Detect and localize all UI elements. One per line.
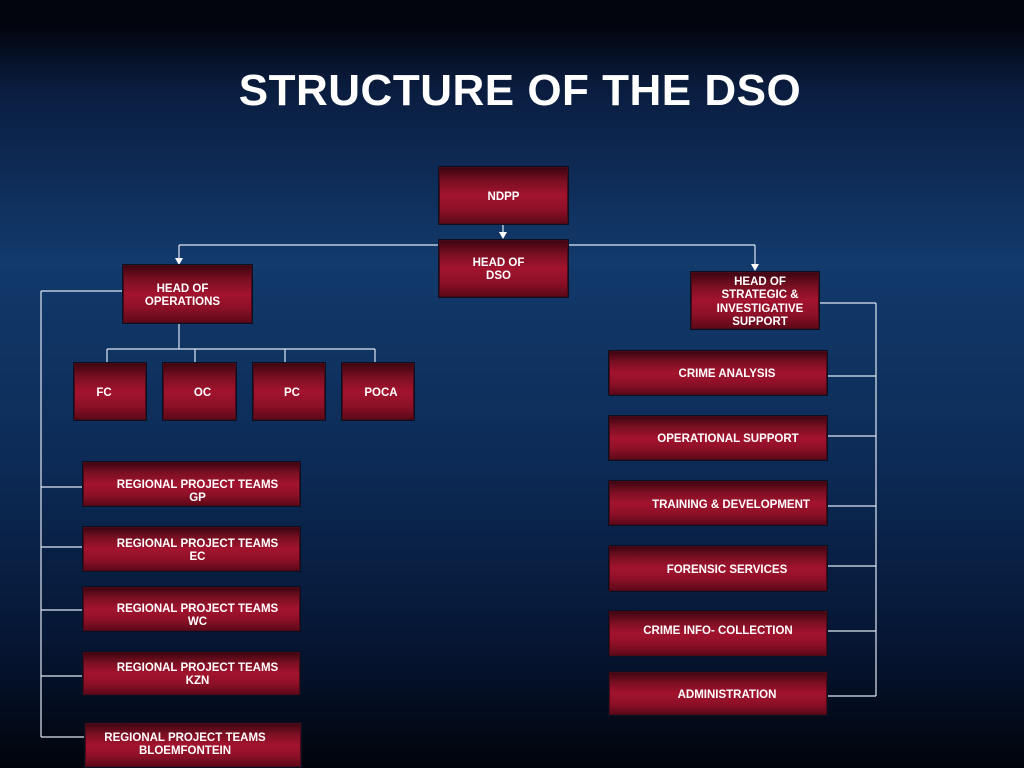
node-label: PC <box>284 387 300 399</box>
node-label: HEAD OF DSO <box>472 257 525 282</box>
node-label: HEAD OF OPERATIONS <box>144 283 221 308</box>
node-label: CRIME INFO- COLLECTION <box>643 625 793 637</box>
node-head-of-operations: HEAD OF OPERATIONS <box>122 264 253 324</box>
node-head-of-dso: HEAD OF DSO <box>438 239 569 298</box>
node-fc: FC <box>73 362 147 421</box>
page-title: STRUCTURE OF THE DSO <box>238 66 802 115</box>
node-label: FORENSIC SERVICES <box>666 564 788 576</box>
node-label: TRAINING & DEVELOPMENT <box>652 499 810 511</box>
node-label: ADMINISTRATION <box>677 689 777 701</box>
node-label: REGIONAL PROJECT TEAMS KZN <box>116 662 279 687</box>
node-label: NDPP <box>487 191 520 203</box>
node-label: REGIONAL PROJECT TEAMS WC <box>116 603 279 628</box>
arrowhead-icon <box>751 264 759 271</box>
node-regional-project-teams-wc: REGIONAL PROJECT TEAMS WC <box>82 586 301 632</box>
node-label: OPERATIONAL SUPPORT <box>657 433 799 445</box>
node-training-development: TRAINING & DEVELOPMENT <box>608 480 828 526</box>
node-regional-project-teams-kzn: REGIONAL PROJECT TEAMS KZN <box>82 651 301 696</box>
node-head-of-strategic-investigative-support: HEAD OF STRATEGIC & INVESTIGATIVE SUPPOR… <box>690 271 820 330</box>
node-label: OC <box>193 387 212 399</box>
node-oc: OC <box>162 362 237 421</box>
node-regional-project-teams-ec: REGIONAL PROJECT TEAMS EC <box>82 526 301 572</box>
node-crime-analysis: CRIME ANALYSIS <box>608 350 828 396</box>
node-administration: ADMINISTRATION <box>608 671 828 716</box>
node-operational-support: OPERATIONAL SUPPORT <box>608 415 828 461</box>
node-label: REGIONAL PROJECT TEAMS BLOEMFONTEIN <box>104 732 266 757</box>
node-pc: PC <box>252 362 326 421</box>
node-label: REGIONAL PROJECT TEAMS GP <box>116 479 279 504</box>
node-crime-info-collection: CRIME INFO- COLLECTION <box>608 610 828 657</box>
node-regional-project-teams-bloemfontein: REGIONAL PROJECT TEAMS BLOEMFONTEIN <box>84 722 302 768</box>
node-label: POCA <box>364 387 398 399</box>
node-label: CRIME ANALYSIS <box>678 368 776 380</box>
node-poca: POCA <box>341 362 415 421</box>
node-ndpp: NDPP <box>438 166 569 225</box>
arrowhead-icon <box>175 258 183 265</box>
node-label: REGIONAL PROJECT TEAMS EC <box>116 538 279 563</box>
node-label: FC <box>96 387 112 399</box>
node-label: HEAD OF STRATEGIC & INVESTIGATIVE SUPPOR… <box>716 276 804 328</box>
arrowhead-icon <box>499 232 507 239</box>
node-forensic-services: FORENSIC SERVICES <box>608 545 828 592</box>
node-regional-project-teams-gp: REGIONAL PROJECT TEAMS GP <box>82 461 301 507</box>
